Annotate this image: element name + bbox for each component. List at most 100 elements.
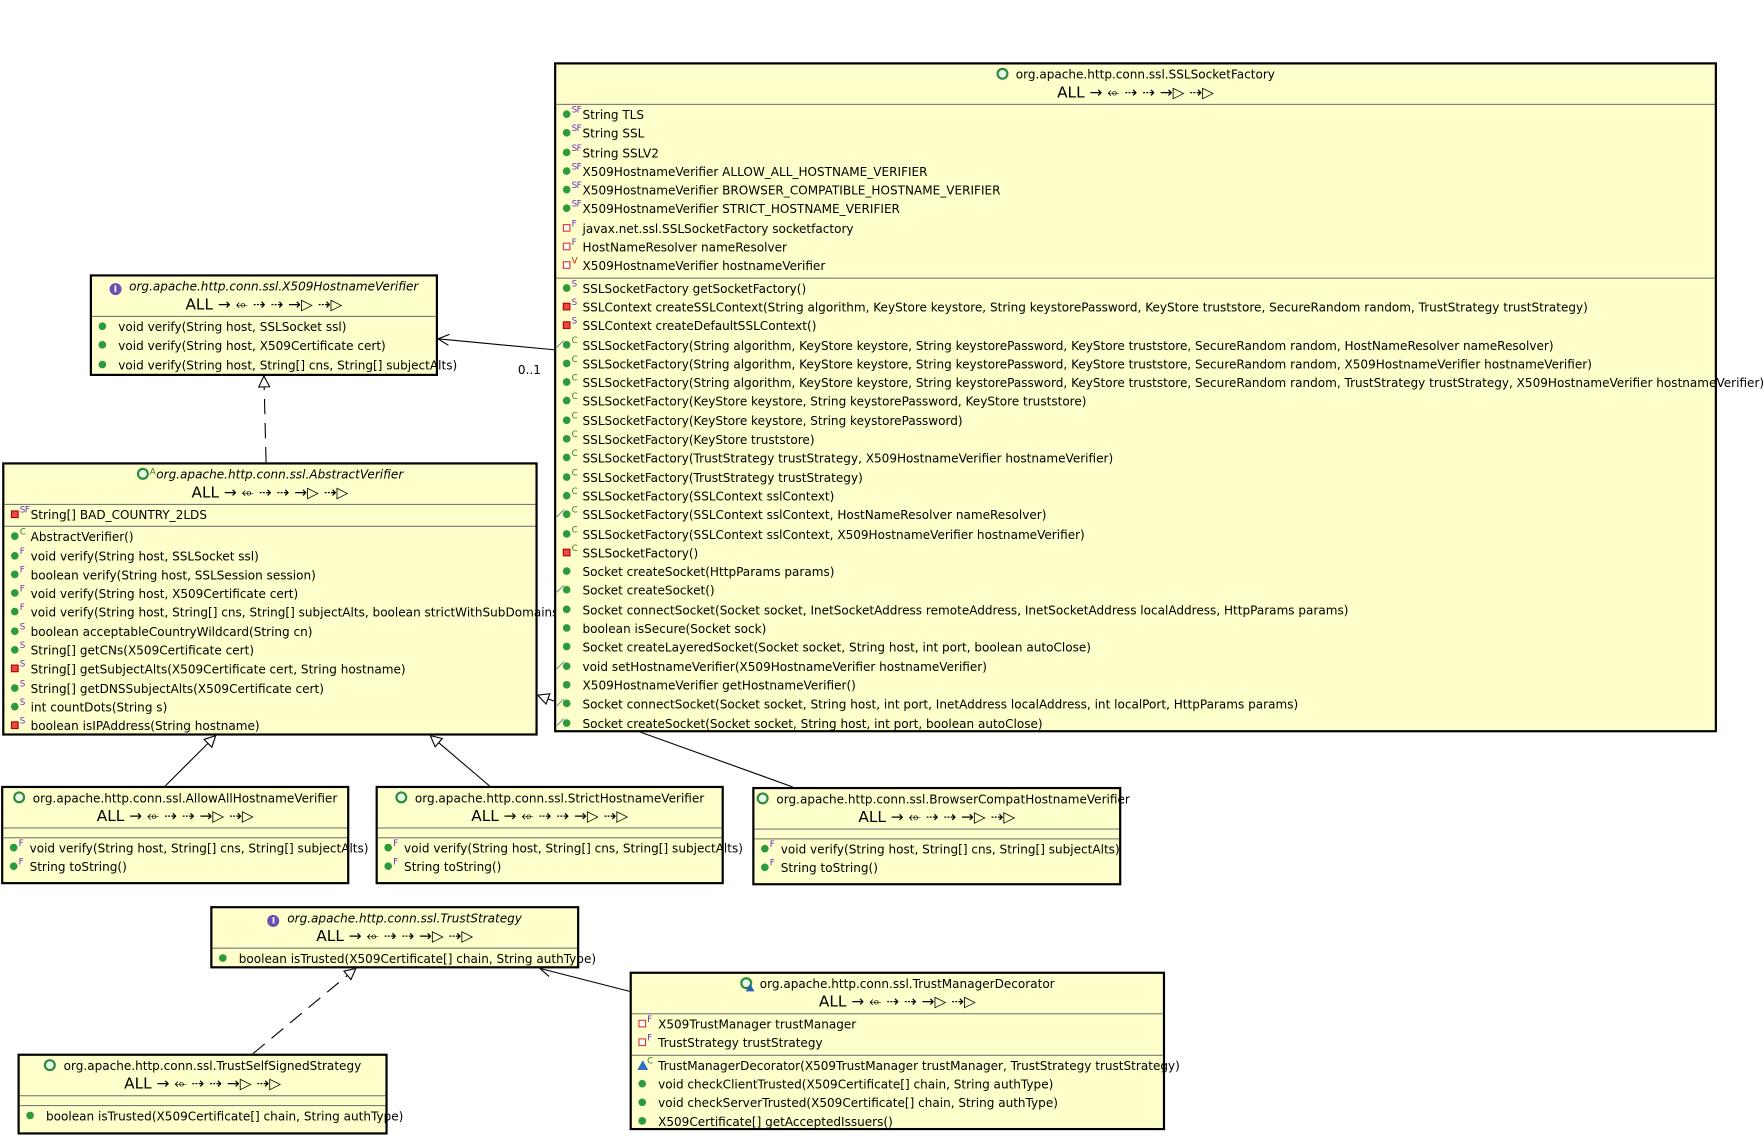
public-visibility-icon	[562, 491, 571, 500]
modifier-badge: SF	[571, 180, 582, 191]
class-box-sslsocketfactory[interactable]: org.apache.http.conn.ssl.SSLSocketFactor…	[554, 62, 1764, 733]
relationship-filter[interactable]: ALL → ⬰ ⇢ ⇢ →▷ ⇢▷	[124, 1075, 282, 1093]
relationship-filter[interactable]: ALL → ⬰ ⇢ ⇢ →▷ ⇢▷	[191, 484, 349, 502]
method-row[interactable]: void verify(String host, X509Certificate…	[92, 337, 436, 356]
method-row[interactable]: boolean isTrusted(X509Certificate[] chai…	[20, 1107, 403, 1126]
member-signature: void setHostnameVerifier(X509HostnameVer…	[582, 659, 987, 674]
method-row[interactable]: Socket createSocket()	[556, 582, 1715, 601]
member-signature: SSLSocketFactory(String algorithm, KeySt…	[582, 357, 1592, 372]
class-box-browsercompathostnameverifier[interactable]: org.apache.http.conn.ssl.BrowserCompatHo…	[752, 786, 1130, 886]
private-hollow-visibility-icon	[638, 1019, 647, 1028]
method-row[interactable]: void setHostnameVerifier(X509HostnameVer…	[556, 658, 1715, 677]
class-header: org.apache.http.conn.ssl.SSLSocketFactor…	[556, 64, 1715, 105]
member-signature: X509HostnameVerifier STRICT_HOSTNAME_VER…	[582, 202, 900, 217]
class-box-abstractverifier[interactable]: org.apache.http.conn.ssl.AbstractVerifie…	[2, 462, 563, 736]
relationship-filter[interactable]: ALL → ⬰ ⇢ ⇢ →▷ ⇢▷	[818, 993, 976, 1012]
member-signature: boolean isTrusted(X509Certificate[] chai…	[238, 952, 597, 967]
method-row[interactable]: Socket connectSocket(Socket socket, Stri…	[556, 695, 1715, 714]
method-row[interactable]: Socket createSocket(HttpParams params)	[556, 563, 1715, 582]
private-hollow-visibility-icon	[562, 223, 571, 232]
member-signature: Socket createSocket(HttpParams params)	[582, 565, 835, 580]
generalization-allowall-abstractverifier	[164, 736, 215, 787]
method-row[interactable]: X509Certificate[] getAcceptedIssuers()	[632, 1113, 1163, 1132]
method-row[interactable]: boolean isTrusted(X509Certificate[] chai…	[212, 950, 596, 969]
relationship-filter[interactable]: ALL → ⬰ ⇢ ⇢ →▷ ⇢▷	[858, 808, 1016, 827]
modifier-badge: S	[571, 297, 578, 308]
method-row[interactable]: void checkClientTrusted(X509Certificate[…	[632, 1075, 1163, 1094]
relationship-filter[interactable]: ALL → ⬰ ⇢ ⇢ →▷ ⇢▷	[471, 807, 629, 826]
method-row[interactable]: boolean isSecure(Socket sock)	[556, 620, 1715, 639]
class-box-allowallhostnameverifier[interactable]: org.apache.http.conn.ssl.AllowAllHostnam…	[1, 785, 369, 885]
method-row[interactable]: Socket createLayeredSocket(Socket socket…	[556, 639, 1715, 658]
method-row[interactable]: Socket createSocket(Socket socket, Strin…	[556, 714, 1715, 733]
method-row[interactable]: Socket connectSocket(Socket socket, Inet…	[556, 601, 1715, 620]
method-row[interactable]: void checkServerTrusted(X509Certificate[…	[632, 1094, 1163, 1113]
modifier-badge: F	[19, 564, 25, 575]
relationship-filter[interactable]: ALL → ⬰ ⇢ ⇢ →▷ ⇢▷	[1057, 84, 1214, 102]
relationship-filter[interactable]: ALL → ⬰ ⇢ ⇢ →▷ ⇢▷	[185, 296, 343, 314]
method-row[interactable]: void verify(String host, SSLSocket ssl)	[92, 318, 436, 337]
relationship-filter[interactable]: ALL → ⬰ ⇢ ⇢ →▷ ⇢▷	[316, 927, 474, 946]
class-box-trustselfsignedstrategy[interactable]: org.apache.http.conn.ssl.TrustSelfSigned…	[17, 1053, 403, 1135]
method-row[interactable]: void verify(String host, String[] cns, S…	[92, 356, 457, 375]
member-signature: AbstractVerifier()	[30, 530, 134, 545]
modifier-badge: C	[571, 372, 578, 383]
method-row[interactable]: X509HostnameVerifier getHostnameVerifier…	[556, 676, 1715, 695]
member-signature: String toString()	[780, 861, 878, 876]
relationship-filter[interactable]: ALL → ⬰ ⇢ ⇢ →▷ ⇢▷	[96, 807, 254, 826]
class-box-trustmanagerdecorator[interactable]: org.apache.http.conn.ssl.TrustManagerDec…	[629, 971, 1180, 1132]
modifier-badge: SF	[571, 104, 582, 115]
class-box-stricthostnameverifier[interactable]: org.apache.http.conn.ssl.StrictHostnameV…	[375, 785, 743, 885]
class-icon	[996, 67, 1009, 80]
